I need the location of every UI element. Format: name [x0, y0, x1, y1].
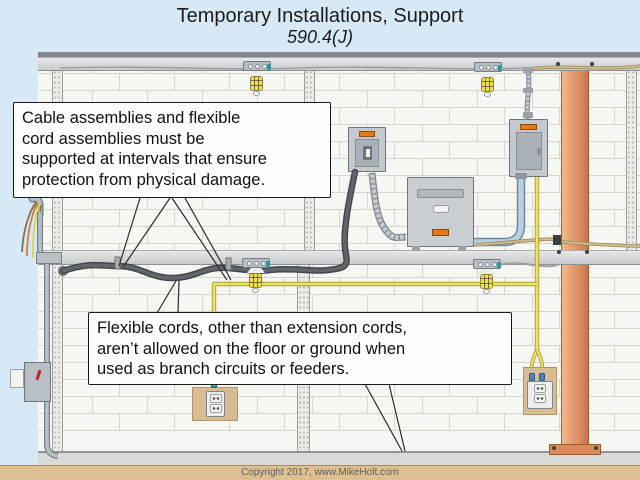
base-bolt — [552, 446, 556, 450]
panel-latch — [537, 148, 541, 155]
callout-floor-rule: Flexible cords, other than extension cor… — [88, 312, 512, 385]
cord-tap-box — [243, 61, 271, 71]
caged-bulb-icon — [250, 76, 263, 91]
duplex-outlet — [206, 391, 225, 417]
brick-row — [38, 397, 640, 414]
leader-lines — [118, 197, 406, 452]
copyright-bar: Copyright 2017, www.MikeHolt.com — [0, 465, 640, 480]
wall-stud — [626, 70, 637, 250]
hanging-light — [474, 62, 502, 98]
caged-bulb-icon — [249, 273, 262, 288]
copyright-text: Copyright 2017, www.MikeHolt.com — [241, 467, 399, 478]
panel-door — [516, 132, 542, 170]
cord-connector — [539, 373, 545, 381]
bulb-guard-tip — [253, 91, 260, 96]
receptacle-face — [534, 394, 546, 403]
ceiling-strip — [38, 52, 640, 57]
caged-bulb-icon — [481, 77, 494, 92]
hanging-light — [243, 61, 271, 97]
bulb-guard-tip — [483, 289, 490, 294]
cord-tap-box — [473, 259, 501, 269]
brick-row — [38, 295, 640, 312]
duplex-outlet — [527, 381, 553, 409]
wall-stud — [52, 265, 63, 453]
caged-bulb-icon — [480, 274, 493, 289]
meter — [10, 369, 24, 388]
receptacle-face — [534, 384, 546, 393]
transformer-box — [407, 177, 474, 247]
post-base-plate — [549, 444, 601, 455]
lamp-shade — [479, 72, 497, 77]
panel-door — [355, 139, 379, 167]
receptacle-face — [209, 404, 222, 413]
panelboard-right — [509, 119, 548, 177]
box-foot — [458, 246, 466, 251]
cord-connector — [529, 373, 535, 381]
hanging-light — [473, 259, 501, 295]
conduit-strap — [36, 252, 62, 264]
box-foot — [412, 246, 420, 251]
bulb-guard-tip — [252, 288, 259, 293]
vent-slot — [417, 189, 464, 198]
warning-label-icon — [520, 124, 537, 130]
base-bolt — [594, 446, 598, 450]
bulb-guard-tip — [484, 92, 491, 97]
floor-slab — [38, 451, 640, 467]
callout-support-rule: Cable assemblies and flexible cord assem… — [13, 102, 331, 198]
box-handle — [433, 205, 449, 213]
disconnect-panel-left — [348, 127, 386, 172]
brick-row — [38, 414, 640, 431]
page-title: Temporary Installations, Support — [176, 5, 464, 27]
lamp-shade — [478, 269, 496, 274]
breaker-switch — [363, 146, 372, 160]
warning-label-icon — [359, 131, 375, 137]
cord-tap-box — [242, 258, 270, 268]
hanging-light — [242, 258, 270, 294]
warning-label-icon — [432, 229, 449, 236]
service-disconnect — [24, 362, 51, 402]
receptacle-face — [209, 394, 222, 403]
code-section-title: 590.4(J) — [286, 27, 354, 47]
lamp-shade — [247, 268, 265, 273]
lamp-shade — [248, 71, 266, 76]
cord-tap-box — [474, 62, 502, 72]
